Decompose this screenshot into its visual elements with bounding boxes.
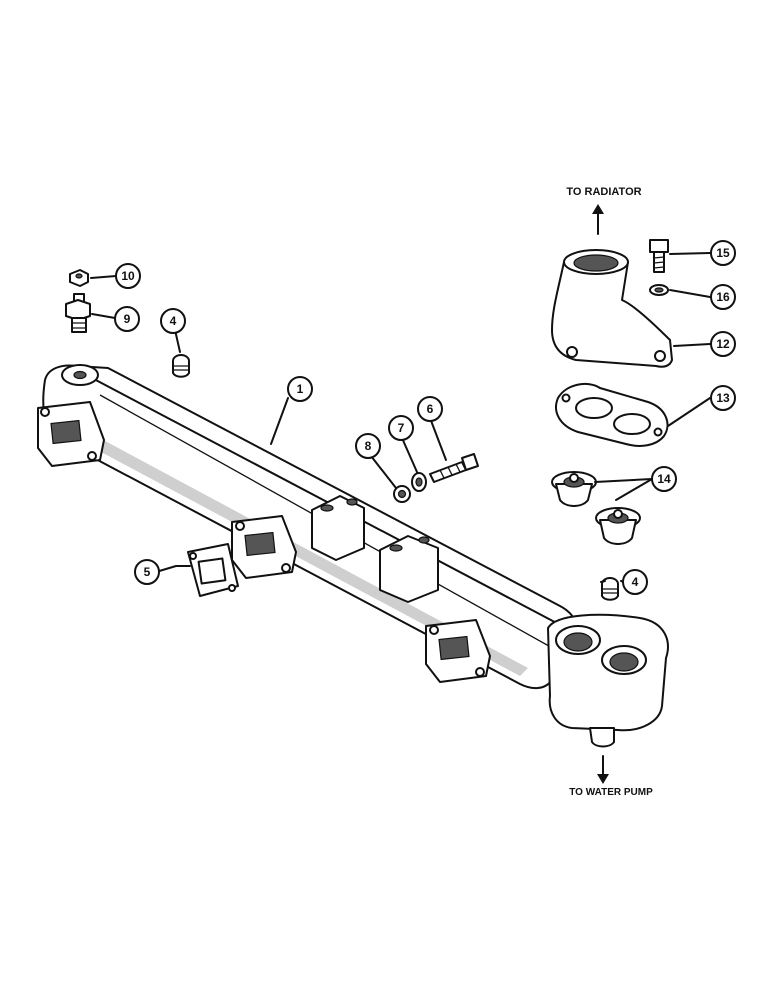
callout-12: 12 — [710, 331, 736, 357]
callout-4-upper: 4 — [160, 308, 186, 334]
svg-text:8: 8 — [365, 439, 372, 453]
port-flange-1 — [37, 401, 105, 467]
svg-text:10: 10 — [121, 269, 135, 283]
port-gasket-5 — [187, 543, 239, 597]
pipe-plug-lower — [601, 577, 619, 601]
mounting-bracket-1 — [311, 495, 365, 561]
svg-text:16: 16 — [716, 290, 730, 304]
callout-1: 1 — [287, 376, 313, 402]
callout-7: 7 — [388, 415, 414, 441]
up-arrow-icon — [592, 204, 604, 235]
callout-15: 15 — [710, 240, 736, 266]
elbow-gasket — [555, 382, 669, 447]
lock-washer-7 — [411, 472, 427, 492]
callout-13: 13 — [710, 385, 736, 411]
callout-5: 5 — [134, 559, 160, 585]
to-water-pump-label: TO WATER PUMP — [569, 787, 653, 798]
port-flange-2 — [231, 515, 297, 579]
svg-text:15: 15 — [716, 246, 730, 260]
to-radiator-label: TO RADIATOR — [566, 186, 641, 198]
pipe-plug-upper — [172, 354, 190, 378]
svg-text:7: 7 — [398, 421, 405, 435]
callout-16: 16 — [710, 284, 736, 310]
thermostat-housing-end — [547, 613, 669, 748]
svg-text:5: 5 — [144, 565, 151, 579]
svg-text:13: 13 — [716, 391, 730, 405]
thermostat-1 — [551, 471, 597, 507]
svg-text:6: 6 — [427, 402, 434, 416]
callout-10: 10 — [115, 263, 141, 289]
svg-text:1: 1 — [297, 382, 304, 396]
thermostat-2 — [595, 507, 641, 545]
svg-text:4: 4 — [632, 575, 639, 589]
flat-washer-8 — [393, 485, 411, 503]
bolt-15 — [649, 239, 669, 273]
svg-text:12: 12 — [716, 337, 730, 351]
lock-washer-16 — [649, 284, 669, 296]
nut-10 — [69, 269, 89, 287]
callout-6: 6 — [417, 396, 443, 422]
callout-8: 8 — [355, 433, 381, 459]
leader-lines — [90, 252, 711, 583]
callout-14: 14 — [651, 466, 677, 492]
bolt-6 — [429, 453, 479, 483]
callout-9: 9 — [114, 306, 140, 332]
water-manifold — [37, 364, 669, 748]
down-arrow-icon — [597, 755, 609, 784]
svg-text:4: 4 — [170, 314, 177, 328]
svg-text:9: 9 — [124, 312, 131, 326]
callout-4-lower: 4 — [622, 569, 648, 595]
mounting-bracket-2 — [379, 535, 439, 603]
temperature-sender-9 — [65, 293, 91, 333]
outlet-elbow — [551, 249, 673, 368]
svg-text:14: 14 — [657, 472, 671, 486]
port-flange-3 — [425, 619, 491, 683]
